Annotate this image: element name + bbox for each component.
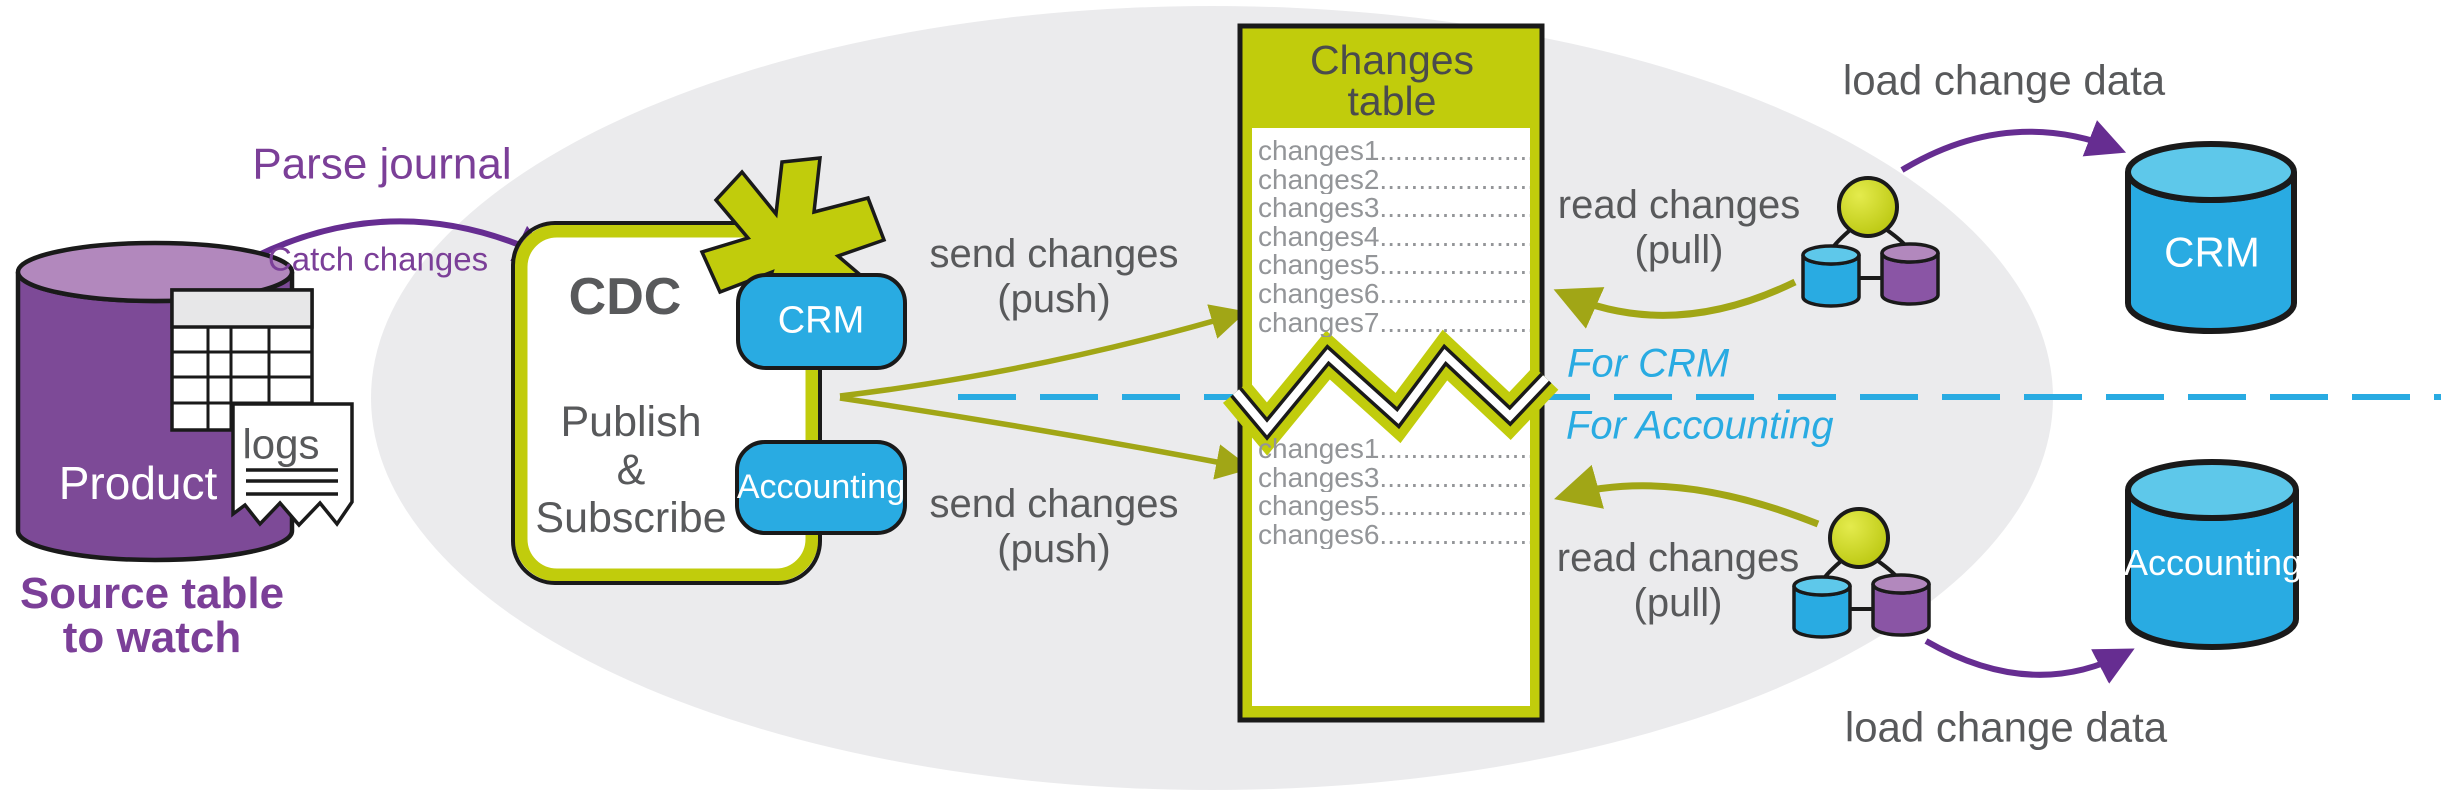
read-changes-pull-top-label: read changes (pull) bbox=[1557, 183, 1801, 272]
changes-row: changes7...................... bbox=[1258, 308, 1530, 338]
source-database-cylinder bbox=[15, 240, 295, 563]
table-tear-zigzag bbox=[1222, 329, 1559, 456]
accounting-database-label: Accounting bbox=[2123, 541, 2303, 583]
catch-changes-label: Catch changes bbox=[267, 240, 489, 278]
read-changes-pull-bottom-label: read changes (pull) bbox=[1556, 536, 1800, 625]
send-changes-push-bottom-label: send changes (push) bbox=[929, 482, 1179, 571]
source-caption: Source table to watch bbox=[19, 569, 285, 662]
parse-journal-arrow bbox=[235, 218, 554, 269]
changes-rows-filtered: changes1......................changes3..… bbox=[1258, 435, 1530, 549]
changes-row: changes1...................... bbox=[1258, 137, 1530, 166]
changes-row: changes2...................... bbox=[1258, 165, 1530, 195]
accounting-database-cylinder bbox=[2125, 459, 2299, 650]
changes-row: changes3...................... bbox=[1258, 194, 1530, 223]
source-cylinder-label: Product bbox=[58, 457, 218, 510]
load-arrow-bottom bbox=[1924, 638, 2135, 684]
push-arrow-bottom bbox=[839, 395, 1252, 480]
crm-subscriber-badge bbox=[736, 273, 907, 370]
send-changes-push-top-label: send changes (push) bbox=[929, 232, 1179, 321]
pull-arrow-bottom bbox=[1554, 464, 1820, 528]
lane-label-for-accounting: For Accounting bbox=[1566, 403, 1834, 448]
changes-row: changes3...................... bbox=[1258, 463, 1530, 493]
logs-label: logs bbox=[242, 420, 320, 468]
changes-row: changes6...................... bbox=[1258, 520, 1530, 550]
load-arrow-top bbox=[1900, 120, 2127, 173]
crm-database-cylinder bbox=[2125, 141, 2297, 334]
crm-badge-label: CRM bbox=[777, 299, 865, 342]
changes-row: changes4...................... bbox=[1258, 222, 1530, 252]
crm-database-label: CRM bbox=[2164, 228, 2260, 276]
changes-row: changes5...................... bbox=[1258, 492, 1530, 521]
changes-row: changes5...................... bbox=[1258, 251, 1530, 280]
accounting-badge-label: Accounting bbox=[736, 467, 906, 506]
lane-label-for-crm: For CRM bbox=[1567, 341, 1730, 386]
load-change-data-top-label: load change data bbox=[1842, 56, 2166, 104]
pull-arrow-top bbox=[1553, 278, 1797, 329]
changes-rows-full: changes1......................changes2..… bbox=[1258, 137, 1530, 337]
load-change-data-bottom-label: load change data bbox=[1844, 703, 2168, 751]
accounting-subscriber-badge bbox=[735, 440, 907, 535]
changes-row: changes1...................... bbox=[1258, 435, 1530, 464]
changes-row: changes6...................... bbox=[1258, 279, 1530, 309]
cdc-box-border bbox=[511, 221, 822, 585]
parse-journal-label: Parse journal bbox=[252, 139, 512, 189]
logs-document-icon bbox=[231, 402, 354, 528]
cdc-title: CDC bbox=[568, 267, 682, 326]
changes-table-title: Changes table bbox=[1309, 37, 1475, 124]
cdc-subtitle: Publish & Subscribe bbox=[535, 397, 727, 543]
push-arrow-top bbox=[839, 304, 1247, 399]
